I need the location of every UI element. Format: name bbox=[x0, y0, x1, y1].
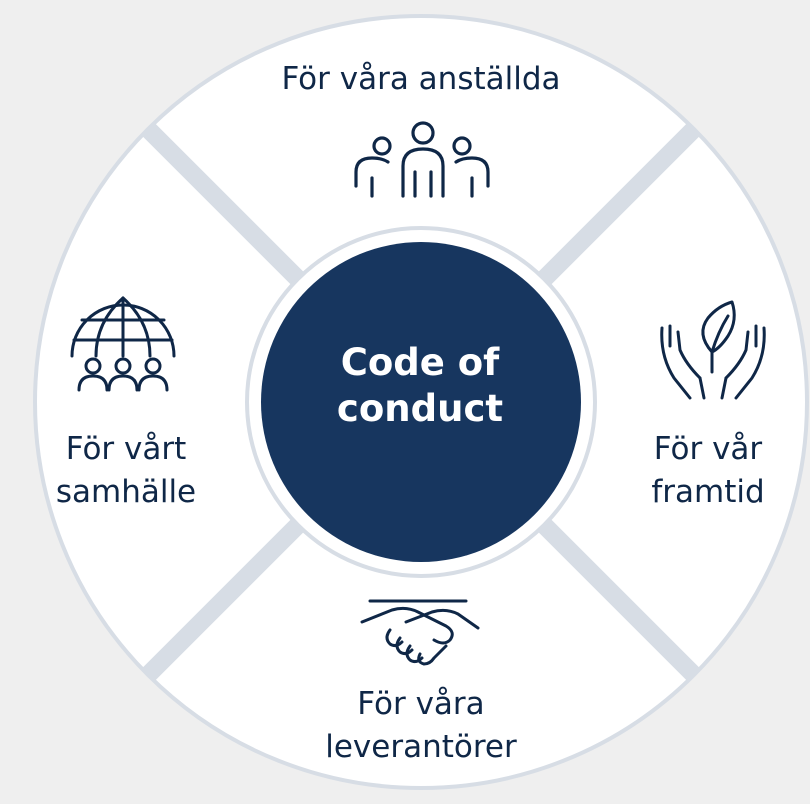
hands-plant-icon bbox=[660, 300, 766, 400]
center-title-line2: conduct bbox=[336, 387, 504, 430]
segment-label-left-line2: samhälle bbox=[55, 474, 197, 510]
segment-label-right-line1: För vår bbox=[653, 431, 763, 467]
segment-label-top: För våra anställda bbox=[281, 61, 561, 97]
people-group-icon bbox=[354, 121, 490, 198]
center-circle bbox=[261, 242, 581, 562]
handshake-icon bbox=[360, 599, 480, 666]
divider-top-right bbox=[536, 121, 702, 287]
segment-label-bottom-line1: För våra bbox=[357, 686, 485, 722]
globe-community-icon bbox=[70, 296, 176, 392]
divider-bottom-left bbox=[140, 517, 306, 683]
center-title: Code of conduct bbox=[290, 340, 550, 432]
divider-bottom-right bbox=[536, 517, 702, 683]
center-title-line1: Code of bbox=[340, 341, 500, 384]
divider-top-left bbox=[140, 121, 306, 287]
segment-label-bottom-line2: leverantörer bbox=[325, 729, 517, 765]
segment-label-left-line1: För vårt bbox=[65, 431, 187, 467]
segment-label-right-line2: framtid bbox=[651, 474, 765, 510]
